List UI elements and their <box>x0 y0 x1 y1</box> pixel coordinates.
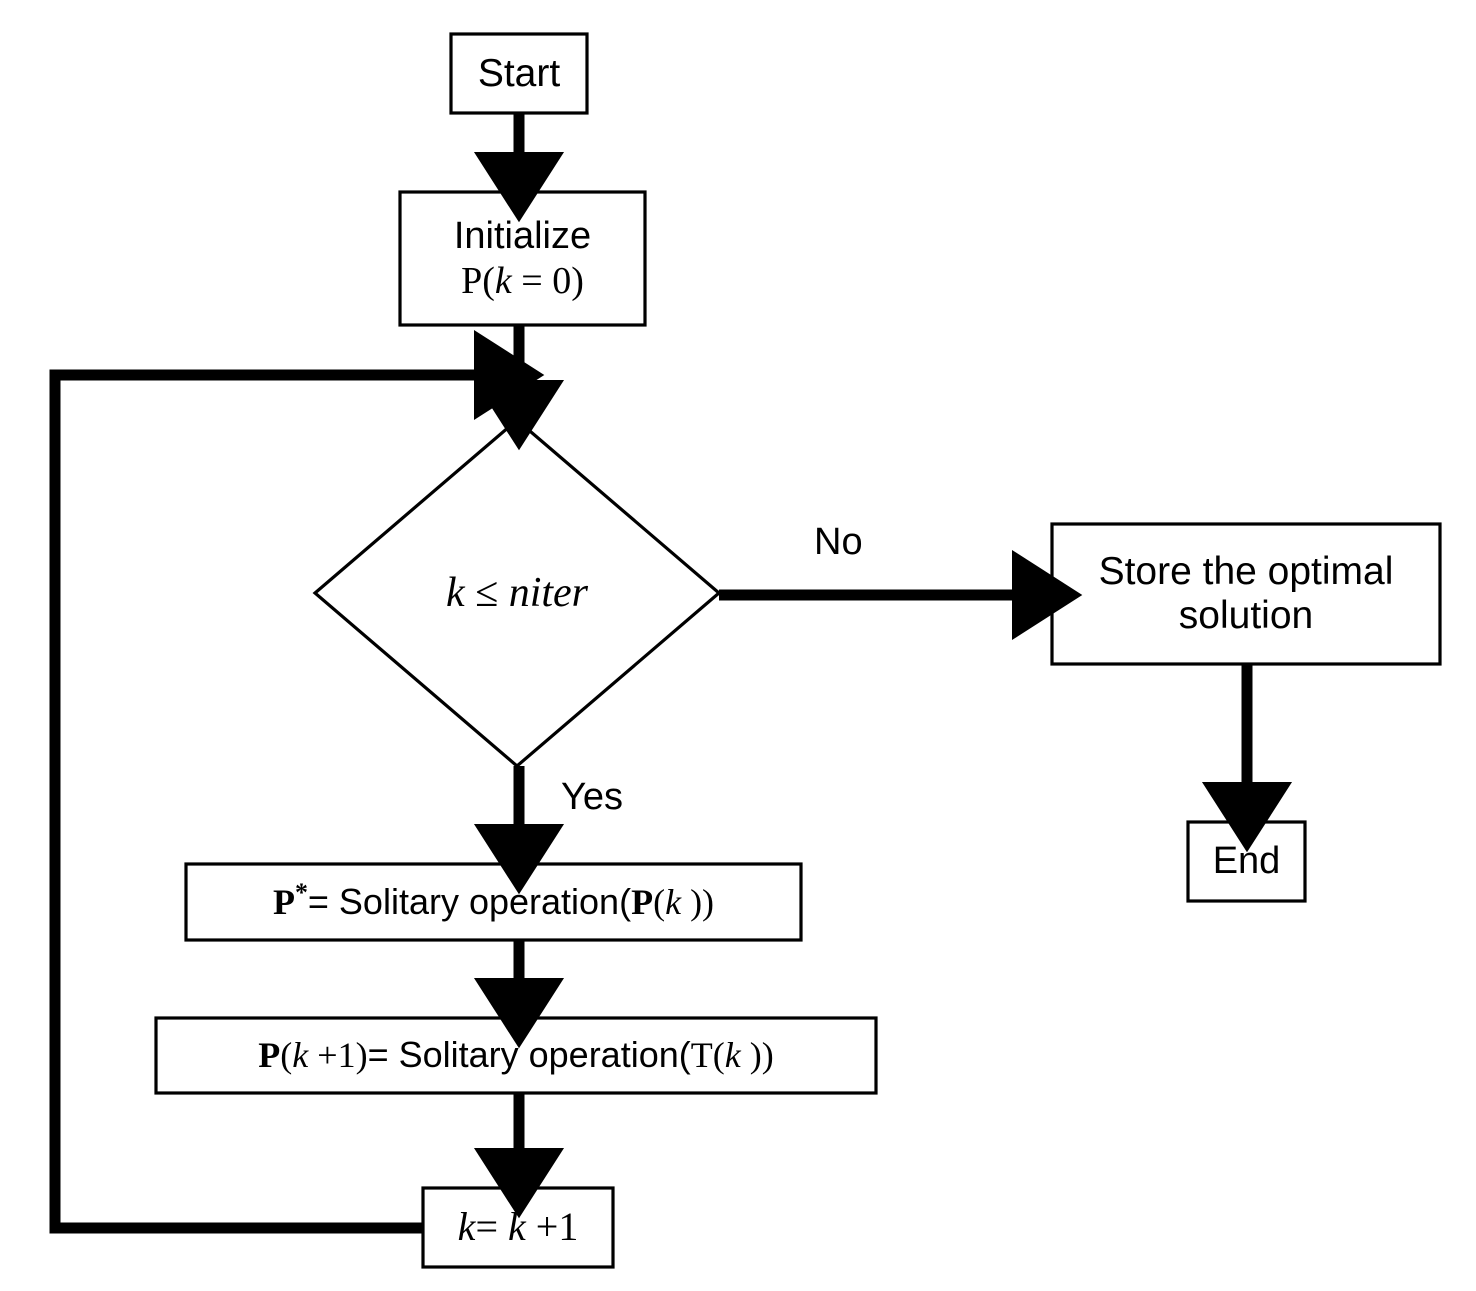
node-solitary-p-shape[interactable] <box>184 862 803 942</box>
edge-label-no: No <box>814 521 863 563</box>
node-increment-shape[interactable] <box>421 1186 615 1269</box>
node-start-shape[interactable] <box>449 32 589 115</box>
node-decision-shape[interactable] <box>312 417 722 769</box>
node-end-shape[interactable] <box>1186 820 1307 903</box>
edge-label-yes: Yes <box>561 776 623 818</box>
edge-increment-to-decision-loop <box>49 329 545 1234</box>
node-store-shape[interactable] <box>1050 522 1442 666</box>
node-initialize-shape[interactable] <box>398 190 647 327</box>
node-solitary-t-shape[interactable] <box>154 1016 878 1095</box>
